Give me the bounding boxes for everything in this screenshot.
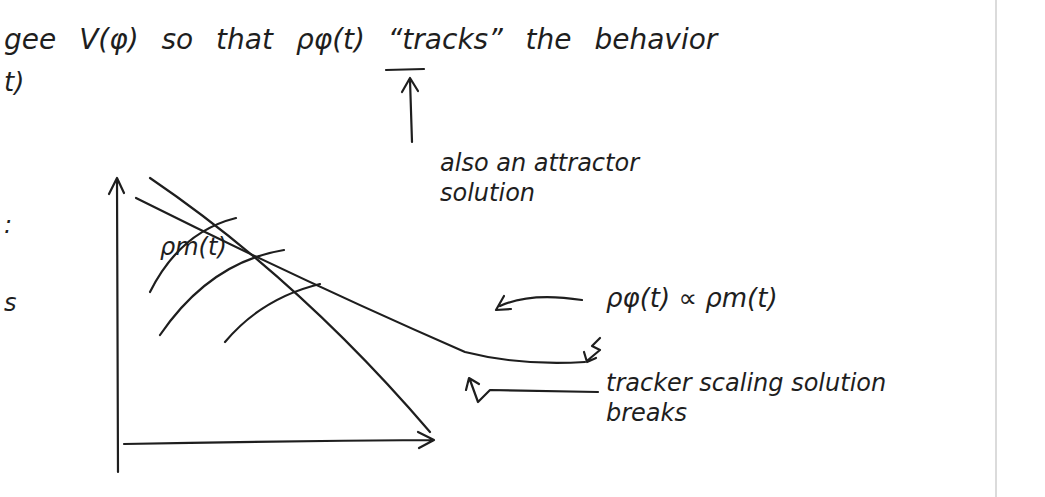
underline-mark: [386, 69, 424, 70]
matter-density-line: [150, 178, 430, 432]
curve-label: ρφ(t) ∝ ρm(t): [606, 282, 778, 315]
curve-label: ρm(t): [160, 232, 227, 262]
note-fragment: :: [4, 210, 12, 240]
page-margin-line: [995, 0, 997, 497]
initial-condition-curve: [225, 284, 320, 342]
note-fragment: s: [4, 288, 17, 318]
annotation-note: tracker scaling solution breaks: [606, 368, 946, 428]
initial-condition-curve: [150, 218, 236, 292]
annotation-note: also an attractor solution: [440, 148, 680, 208]
leader-arrow: [466, 378, 598, 402]
initial-condition-curve: [160, 250, 284, 335]
tracker-line: [136, 198, 585, 363]
vertical-axis: [109, 178, 124, 472]
leader-arrow: [496, 296, 582, 310]
horizontal-axis: [124, 432, 434, 448]
caret-arrow: [402, 78, 418, 142]
note-fragment: t): [4, 66, 24, 99]
leader-arrow: [584, 338, 600, 362]
heading-note: gee V(φ) so that ρφ(t) “tracks” the beha…: [4, 22, 717, 57]
